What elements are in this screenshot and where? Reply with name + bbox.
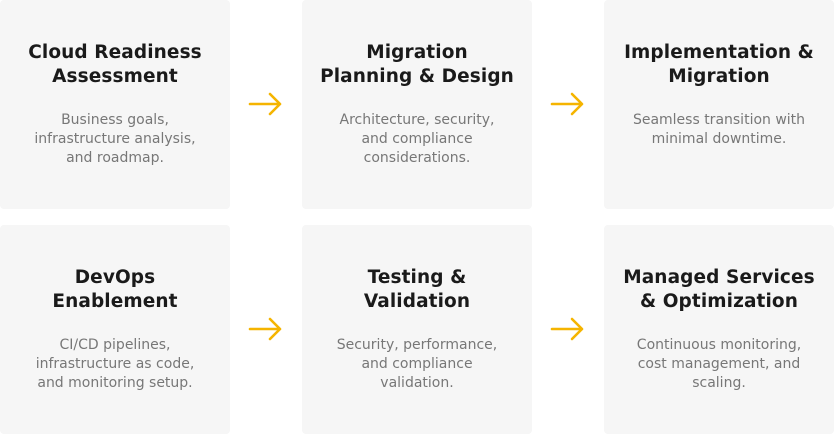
step-description: Security, performance, and compliance va…: [336, 337, 498, 391]
step-description: Continuous monitoring, cost management, …: [636, 337, 802, 391]
step-title: Cloud Readiness Assessment: [28, 42, 202, 87]
step-title: Implementation & Migration: [624, 42, 814, 87]
step-description: Seamless transition with minimal downtim…: [632, 112, 806, 147]
step-card-devops: DevOps Enablement CI/CD pipelines, infra…: [0, 225, 230, 434]
step-title: Managed Services & Optimization: [623, 267, 815, 312]
arrow-right-icon: [248, 92, 284, 116]
step-description: Business goals, infrastructure analysis,…: [34, 112, 196, 166]
step-title: DevOps Enablement: [52, 267, 178, 312]
step-title: Migration Planning & Design: [320, 42, 514, 87]
step-card-managed-services: Managed Services & Optimization Continuo…: [604, 225, 834, 434]
step-title: Testing & Validation: [363, 267, 471, 312]
step-description: CI/CD pipelines, infrastructure as code,…: [35, 337, 195, 391]
step-description: Architecture, security, and compliance c…: [339, 112, 495, 166]
arrow-right-icon: [248, 317, 284, 341]
step-card-implementation: Implementation & Migration Seamless tran…: [604, 0, 834, 209]
step-card-testing: Testing & Validation Security, performan…: [302, 225, 532, 434]
step-card-cloud-readiness: Cloud Readiness Assessment Business goal…: [0, 0, 230, 209]
step-card-migration-planning: Migration Planning & Design Architecture…: [302, 0, 532, 209]
arrow-right-icon: [550, 317, 586, 341]
arrow-right-icon: [550, 92, 586, 116]
